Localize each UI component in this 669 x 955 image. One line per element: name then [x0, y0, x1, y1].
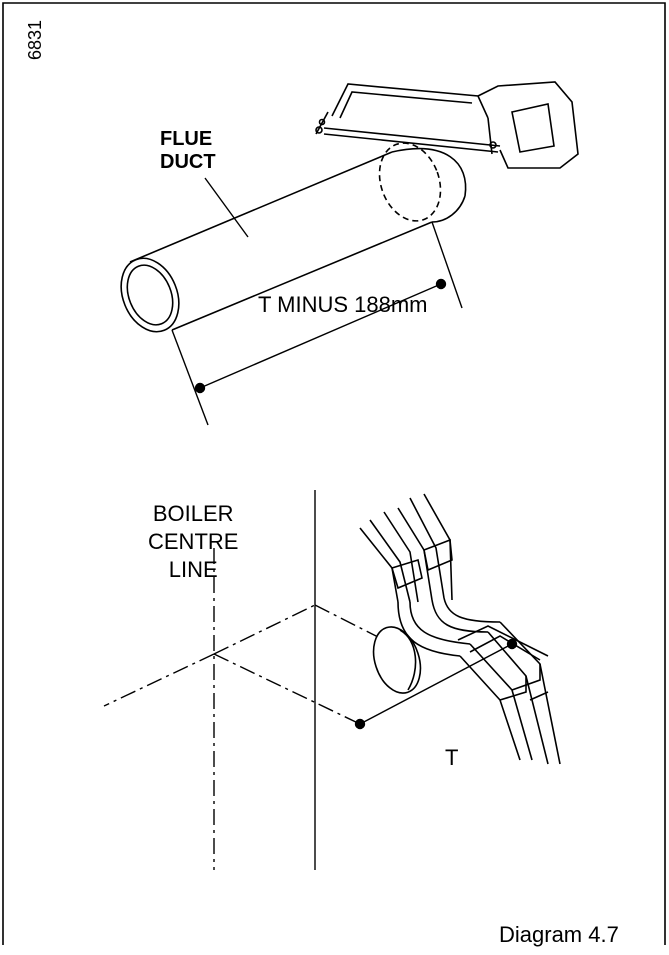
flue-duct-label: FLUE DUCT: [160, 128, 216, 174]
dimension-cut-label: T MINUS 188mm: [258, 292, 428, 317]
hacksaw-icon: [315, 81, 579, 169]
boiler-label-line: BOILER: [152, 501, 234, 526]
boiler-label-line: LINE: [168, 557, 218, 582]
flue-duct-label-line: DUCT: [160, 151, 216, 173]
dimension-t: [354, 638, 518, 730]
diagram-caption: Diagram 4.7: [499, 922, 619, 947]
flue-duct-label-line: FLUE: [160, 128, 213, 150]
dimension-t-label: T: [445, 745, 459, 770]
reference-id: 6831: [25, 19, 45, 60]
flue-duct: [120, 142, 467, 333]
dimension-cut-length: [171, 221, 463, 426]
flue-elbow: [359, 493, 561, 765]
centre-lines: [103, 490, 381, 870]
boiler-label-line: CENTRE: [148, 529, 239, 554]
flue-duct-leader: [204, 177, 249, 238]
boiler-centre-line-label: BOILER CENTRE LINE: [148, 500, 238, 584]
